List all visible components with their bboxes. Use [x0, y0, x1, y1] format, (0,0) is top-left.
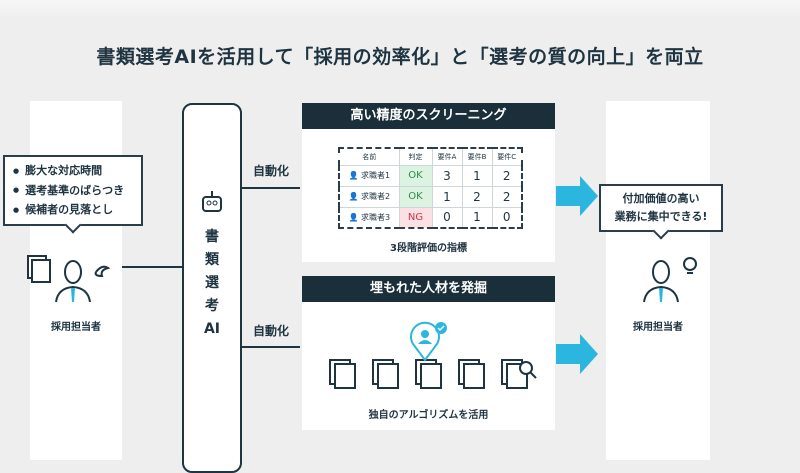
bubble-line: 付加価値の高い — [622, 192, 700, 205]
cell: 1 — [461, 164, 493, 187]
automation-label-1: 自動化 — [253, 164, 290, 178]
left-role-label: 採用担当者 — [51, 322, 101, 333]
arrow-right-icon — [556, 176, 598, 216]
recruiter-idea-icon — [643, 257, 697, 303]
page-title: 書類選考AIを活用して「採用の効率化」と「選考の質の向上」を両立 — [96, 46, 704, 68]
result: OK — [398, 164, 433, 187]
document-search-icon — [501, 359, 538, 389]
right-column — [606, 101, 710, 460]
document-icon — [372, 359, 400, 389]
result: NG — [398, 206, 433, 229]
document-icon — [458, 359, 486, 389]
cell: 2 — [491, 185, 523, 208]
benefit-bubble: 付加価値の高い 業務に集中できる! — [599, 184, 723, 232]
arrow-line-1 — [242, 187, 300, 189]
issue-item: 膨大な対応時間 — [13, 161, 133, 181]
robot-icon — [202, 191, 222, 212]
arrow-line-2 — [242, 346, 300, 348]
cell: 2 — [461, 185, 493, 208]
right-role-label: 採用担当者 — [633, 322, 683, 333]
cell: 0 — [491, 206, 523, 229]
ai-box: 書 類 選 考 AI — [182, 103, 242, 473]
ai-char: 書 — [205, 229, 219, 245]
result: OK — [398, 185, 433, 208]
ai-char: AI — [203, 321, 221, 337]
cell: 2 — [491, 164, 523, 187]
arrow-right-icon — [556, 334, 598, 374]
talent-pin-icon — [410, 321, 447, 362]
panel-title: 埋もれた人材を発掘 — [302, 276, 555, 302]
top-band — [0, 0, 800, 18]
issue-item: 候補者の見落とし — [13, 200, 133, 220]
candidate-name: 求職者3 — [360, 212, 391, 222]
issue-item: 選考基準のばらつき — [13, 181, 133, 201]
discovery-panel: 埋もれた人材を発掘 独自のアルゴリズムを活用 — [302, 276, 555, 430]
ai-label: 書 類 選 考 AI — [184, 226, 240, 341]
ai-char: 選 — [205, 275, 219, 291]
cell: 0 — [431, 206, 463, 229]
th: 要件A — [431, 147, 463, 166]
document-icons — [324, 358, 544, 394]
connector — [122, 266, 182, 268]
automation-label-2: 自動化 — [253, 324, 290, 338]
th: 判定 — [398, 147, 433, 166]
panel-title: 高い精度のスクリーニング — [302, 103, 555, 129]
document-icon — [329, 359, 356, 389]
ai-char: 類 — [205, 252, 219, 268]
th: 要件B — [461, 147, 493, 166]
cell: 1 — [461, 206, 493, 229]
cell: 1 — [431, 185, 463, 208]
ai-char: 考 — [205, 298, 219, 314]
cell: 3 — [431, 164, 463, 187]
panel-caption: 3段階評価の指標 — [390, 243, 467, 254]
bubble-line: 業務に集中できる! — [614, 210, 708, 223]
recruiter-with-docs-icon — [27, 255, 111, 303]
th: 要件C — [491, 147, 523, 166]
candidate-name: 求職者1 — [360, 171, 391, 180]
th: 名前 — [338, 147, 400, 166]
candidate-name: 求職者2 — [360, 192, 391, 201]
issues-bubble: 膨大な対応時間 選考基準のばらつき 候補者の見落とし — [3, 155, 143, 226]
panel-caption: 独自のアルゴリズムを活用 — [368, 410, 489, 421]
